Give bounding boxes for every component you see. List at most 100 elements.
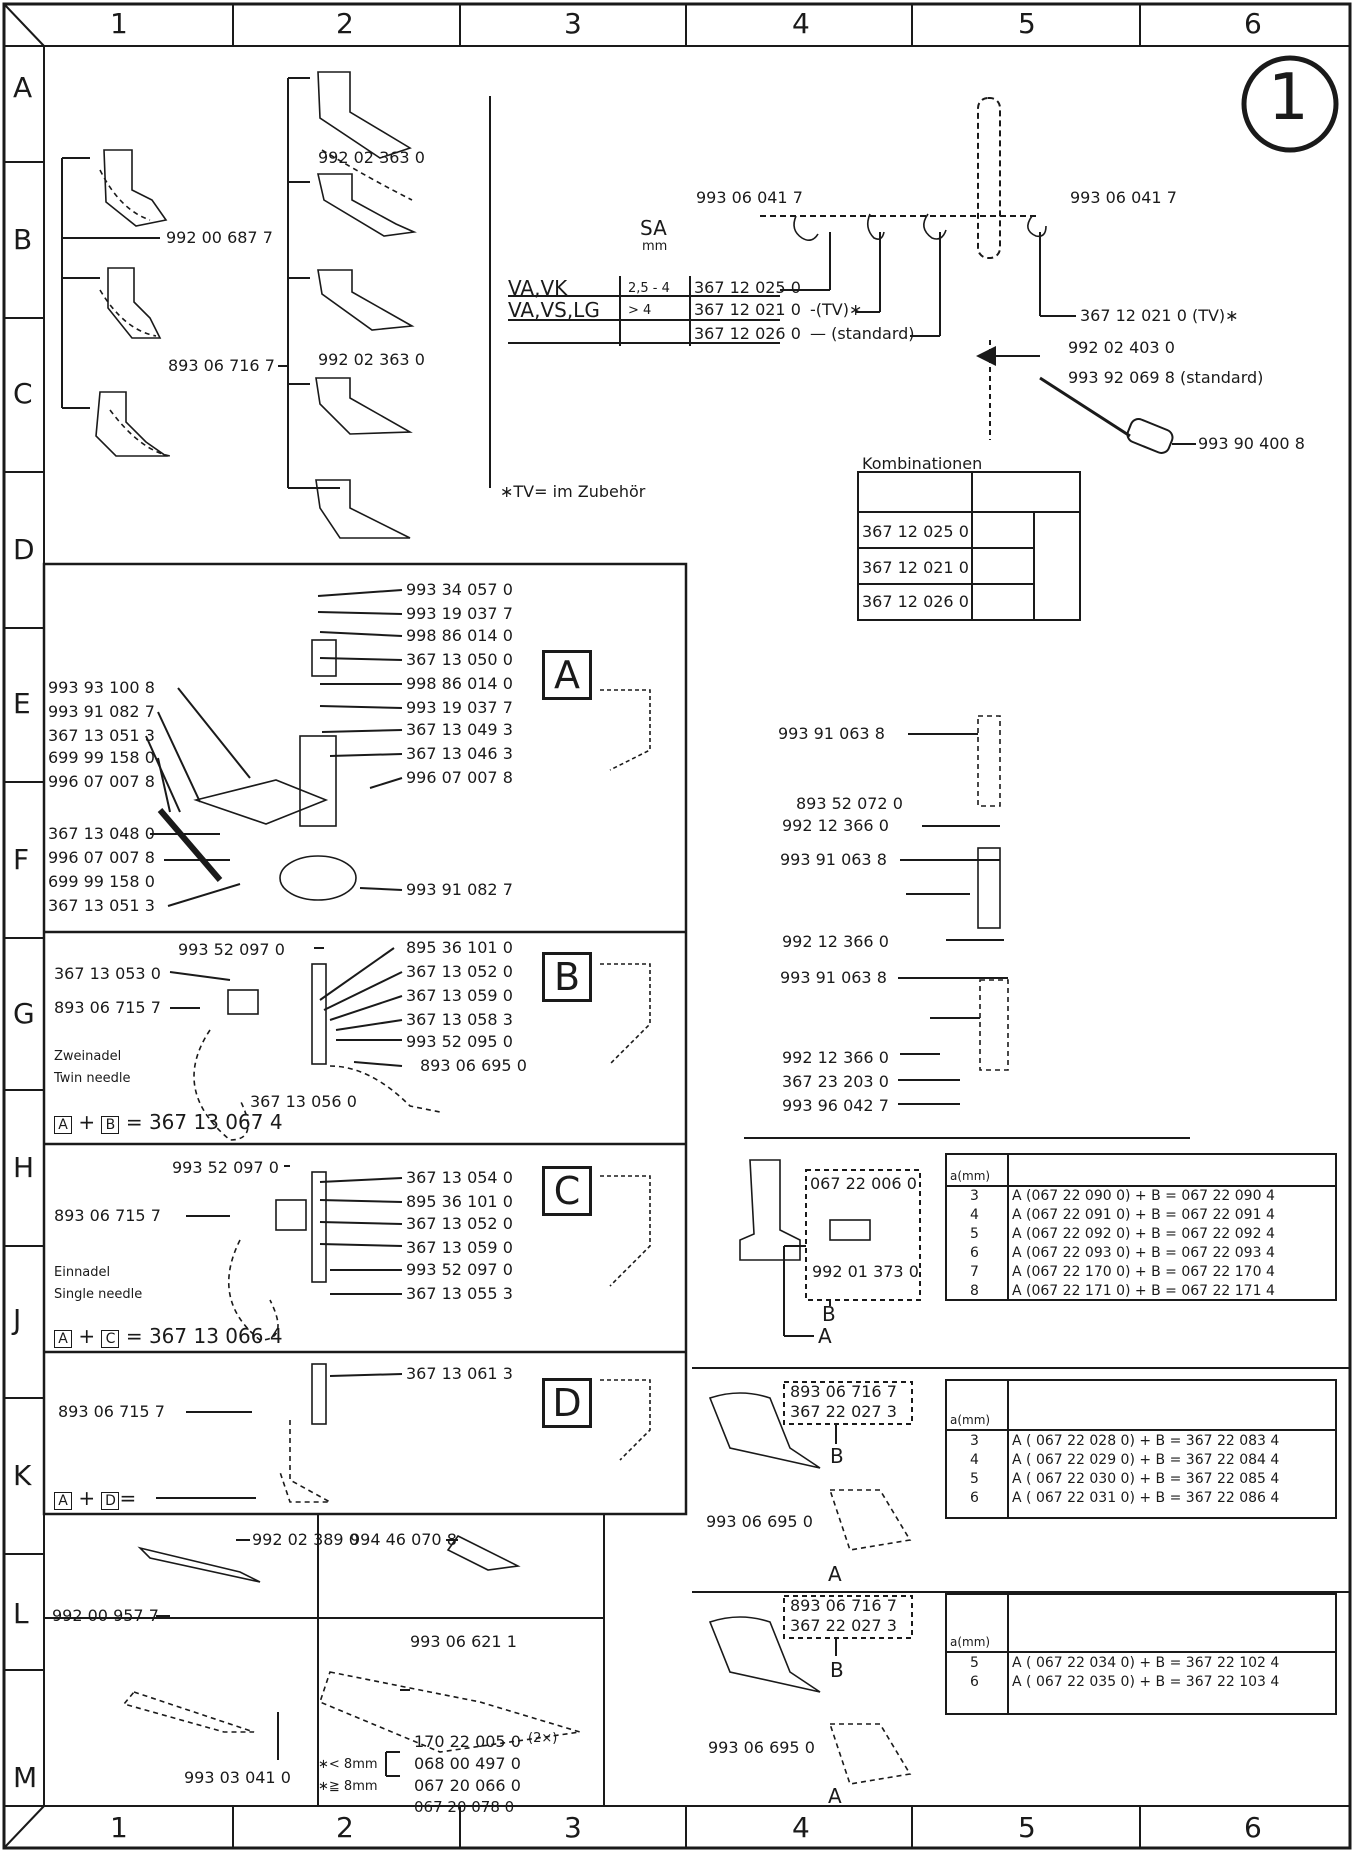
b-formula: A + B = 367 13 067 4 (54, 1112, 283, 1134)
t2-box-part-1: 893 06 716 7 (790, 1382, 897, 1401)
t2-row-1-a: 3 (970, 1433, 979, 1449)
a-right-2: 993 19 037 7 (406, 604, 513, 623)
col-label-6: 6 (1244, 7, 1262, 40)
t1-row-3-value: A (067 22 092 0) + B = 067 22 092 4 (1012, 1226, 1275, 1242)
row-label-j: J (13, 1303, 22, 1336)
b-right-1: 895 36 101 0 (406, 938, 513, 957)
guide-row-1-part: 367 12 025 0 (694, 278, 801, 297)
formula-box-a: A (54, 1116, 72, 1134)
c-right-3: 367 13 052 0 (406, 1214, 513, 1233)
a-right-9: 996 07 007 8 (406, 768, 513, 787)
section-d-box: D (542, 1378, 592, 1428)
t3-label-b: B (830, 1658, 844, 1682)
col-label-2: 2 (336, 7, 354, 40)
part-label-foot-column: 893 06 716 7 (168, 356, 275, 375)
row-label-l: L (13, 1597, 29, 1630)
a-right-4: 367 13 050 0 (406, 650, 513, 669)
formula-box-a: A (54, 1492, 72, 1510)
needle-std-label: 993 92 069 8 (standard) (1068, 368, 1264, 387)
b-caption-en: Twin needle (54, 1071, 131, 1086)
a-right-1: 993 34 057 0 (406, 580, 513, 599)
t2-row-3-a: 5 (970, 1471, 979, 1487)
kombinationen-title: Kombinationen (862, 454, 983, 473)
b-left-2: 893 06 715 7 (54, 998, 161, 1017)
row-label-k: K (13, 1459, 32, 1492)
t2-screw: 993 06 695 0 (706, 1512, 813, 1531)
col-label-1: 1 (110, 7, 128, 40)
c-right-4: 367 13 059 0 (406, 1238, 513, 1257)
guide-row-2-note: -(TV)∗ (810, 300, 863, 319)
formula-box-b: B (101, 1116, 120, 1134)
t2-row-3-value: A ( 067 22 030 0) + B = 367 22 085 4 (1012, 1471, 1280, 1487)
formula-box-c: C (101, 1330, 120, 1348)
row-label-g: G (13, 997, 35, 1030)
row-label-m: M (13, 1761, 38, 1794)
col-label-1-bottom: 1 (110, 1811, 128, 1844)
guide-row-3-part: 367 12 026 0 (694, 324, 801, 343)
c-right-6: 367 13 055 3 (406, 1284, 513, 1303)
b-right-5: 993 52 095 0 (406, 1032, 513, 1051)
kombination-row-1: 367 12 025 0 (862, 522, 969, 541)
plate-5-c-label: ∗≧ 8mm (318, 1779, 378, 1794)
formula-box-a: A (54, 1330, 72, 1348)
t1-box-part-1: 067 22 006 0 (810, 1174, 917, 1193)
t1-row-6-a: 8 (970, 1283, 979, 1299)
needle-screw-label: 992 02 403 0 (1068, 338, 1175, 357)
col-label-4: 4 (792, 7, 810, 40)
guide-row-3-note: — (standard) (810, 324, 915, 343)
guide-row-2-range: > 4 (628, 303, 652, 318)
part-label-left-foot: 992 00 687 7 (166, 228, 273, 247)
screw-left-label: 993 06 041 7 (696, 188, 803, 207)
t3-box-part-2: 367 22 027 3 (790, 1616, 897, 1635)
part-label-mid-foot: 992 02 363 0 (318, 350, 425, 369)
t1-box-part-2: 992 01 373 0 (812, 1262, 919, 1281)
guide-row-2-part: 367 12 021 0 (694, 300, 801, 319)
b-right-3: 367 13 059 0 (406, 986, 513, 1005)
c-top-left: 993 52 097 0 (172, 1158, 279, 1177)
guide2-part-2: 992 12 366 0 (782, 932, 889, 951)
t3-row-1-value: A ( 067 22 034 0) + B = 367 22 102 4 (1012, 1655, 1280, 1671)
guide2-part-1: 993 91 063 8 (780, 850, 887, 869)
c-formula-result: = 367 13 066 4 (125, 1324, 283, 1348)
t1-row-5-value: A (067 22 170 0) + B = 067 22 170 4 (1012, 1264, 1275, 1280)
a-right-3: 998 86 014 0 (406, 626, 513, 645)
screwdriver-label: 993 90 400 8 (1198, 434, 1305, 453)
t1-row-2-value: A (067 22 091 0) + B = 067 22 091 4 (1012, 1207, 1275, 1223)
sa-label: SA (640, 216, 667, 240)
col-label-2-bottom: 2 (336, 1811, 354, 1844)
guide3-part-1: 993 91 063 8 (780, 968, 887, 987)
a-left-4: 699 99 158 0 (48, 748, 155, 767)
t1-label-b: B (822, 1302, 836, 1326)
t3-screw: 993 06 695 0 (708, 1738, 815, 1757)
plate-5-a-note: (2×) (528, 1731, 558, 1746)
t1-row-6-value: A (067 22 171 0) + B = 067 22 171 4 (1012, 1283, 1275, 1299)
a-lower-2: 996 07 007 8 (48, 848, 155, 867)
section-c-box: C (542, 1166, 592, 1216)
guide-row-2-label: VA,VS,LG (508, 298, 600, 322)
plate-5-b-label: ∗< 8mm (318, 1757, 378, 1772)
t1-row-3-a: 5 (970, 1226, 979, 1242)
plate-5-top: 993 06 621 1 (410, 1632, 517, 1651)
a-left-1: 993 93 100 8 (48, 678, 155, 697)
t2-row-2-value: A ( 067 22 029 0) + B = 367 22 084 4 (1012, 1452, 1280, 1468)
row-label-e: E (13, 687, 31, 720)
t1-row-4-value: A (067 22 093 0) + B = 067 22 093 4 (1012, 1245, 1275, 1261)
a-left-3: 367 13 051 3 (48, 726, 155, 745)
tv-footnote: ∗TV= im Zubehör (500, 482, 646, 501)
b-bottom: 367 13 056 0 (250, 1092, 357, 1111)
t3-row-1-a: 5 (970, 1655, 979, 1671)
c-formula: A + C = 367 13 066 4 (54, 1326, 283, 1348)
screw-right-label: 993 06 041 7 (1070, 188, 1177, 207)
t1-row-4-a: 6 (970, 1245, 979, 1261)
kombination-row-2: 367 12 021 0 (862, 558, 969, 577)
c-right-5: 993 52 097 0 (406, 1260, 513, 1279)
c-right-2: 895 36 101 0 (406, 1192, 513, 1211)
kombination-row-3: 367 12 026 0 (862, 592, 969, 611)
t1-row-1-value: A (067 22 090 0) + B = 067 22 090 4 (1012, 1188, 1275, 1204)
a-bottom-right: 993 91 082 7 (406, 880, 513, 899)
t1-row-2-a: 4 (970, 1207, 979, 1223)
t1-header: a(mm) (950, 1169, 991, 1183)
row-label-d: D (13, 533, 35, 566)
t1-row-5-a: 7 (970, 1264, 979, 1280)
